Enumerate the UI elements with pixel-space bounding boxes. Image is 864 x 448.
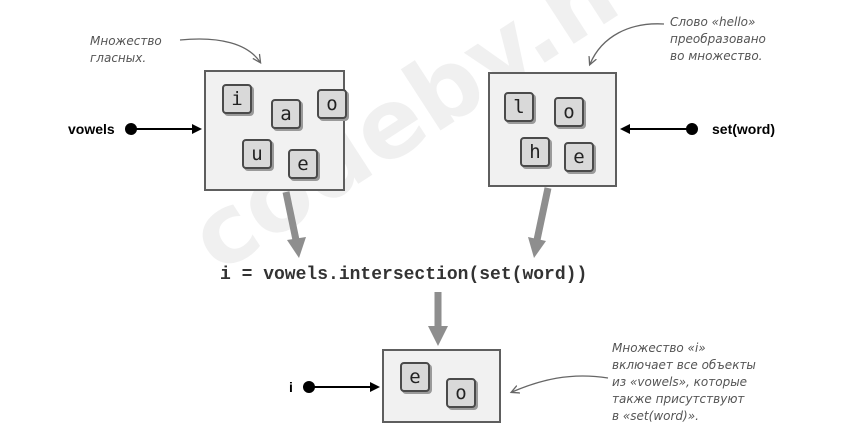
note-vowels: Множество гласных. bbox=[90, 34, 162, 65]
vowel-tile: u bbox=[242, 139, 272, 169]
note-result: Множество «i» включает все объекты из «v… bbox=[612, 341, 756, 423]
i-label: i bbox=[289, 379, 293, 395]
word-tile: o bbox=[554, 97, 584, 127]
vowel-tile: e bbox=[288, 149, 318, 179]
word-set-box: l o h e bbox=[488, 72, 617, 187]
note-arrow-hello bbox=[590, 23, 665, 64]
vowel-tile: a bbox=[271, 99, 301, 129]
note-arrow-result bbox=[512, 375, 609, 392]
intersection-expression: i = vowels.intersection(set(word)) bbox=[220, 265, 588, 285]
word-to-expr-shaft bbox=[533, 187, 552, 241]
word-tile: l bbox=[504, 92, 534, 122]
result-set-box: e o bbox=[382, 349, 501, 423]
vowels-set-box: i a o u e bbox=[204, 70, 347, 191]
expr-to-result-head bbox=[428, 326, 448, 346]
note-arrow-vowels bbox=[179, 38, 260, 62]
word-tile: h bbox=[520, 137, 550, 167]
vowels-to-expr-head bbox=[287, 237, 306, 258]
vowels-to-expr-shaft bbox=[282, 191, 300, 241]
vowel-tile: i bbox=[222, 84, 252, 114]
word-tile: e bbox=[564, 142, 594, 172]
result-tile: o bbox=[446, 378, 476, 408]
note-hello: Слово «hello» преобразовано во множество… bbox=[670, 15, 766, 63]
vowel-tile: o bbox=[317, 89, 347, 119]
word-to-expr-head bbox=[528, 237, 546, 258]
result-tile: e bbox=[400, 362, 430, 392]
set-word-label: set(word) bbox=[712, 121, 775, 137]
vowels-label: vowels bbox=[68, 121, 115, 137]
